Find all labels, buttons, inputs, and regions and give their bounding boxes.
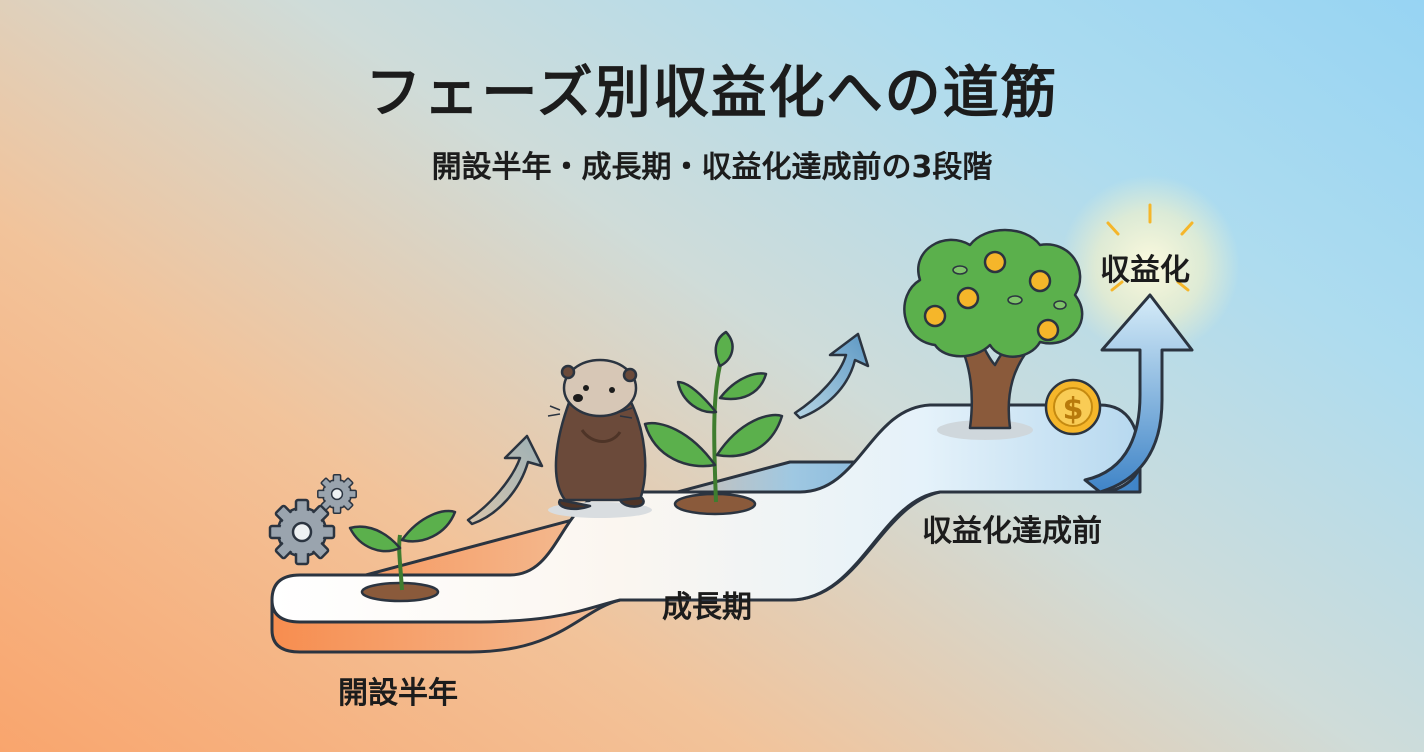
phase-label-start: 開設半年 [338,676,458,711]
phase-label-pre-monetization: 収益化達成前 [922,514,1102,549]
phase-label-growth: 成長期 [662,590,752,625]
step-arrow-2 [793,332,870,420]
gear-icon [268,474,357,566]
page-title: フェーズ別収益化への道筋 [365,61,1059,126]
step-arrow-1 [466,434,544,526]
coin-icon: $ [1044,378,1102,436]
upward-arrow-icon [1060,175,1240,494]
page-subtitle: 開設半年・成長期・収益化達成前の3段階 [431,150,993,185]
fruit-tree-icon [903,228,1084,440]
young-plant-icon [643,330,784,516]
goal-glow [1060,175,1240,355]
otter-icon [547,358,652,518]
goal-label: 収益化 [1100,253,1190,288]
sparkle-rays [1106,203,1194,292]
sprout-icon [348,509,457,603]
coin-symbol: $ [1063,392,1084,427]
